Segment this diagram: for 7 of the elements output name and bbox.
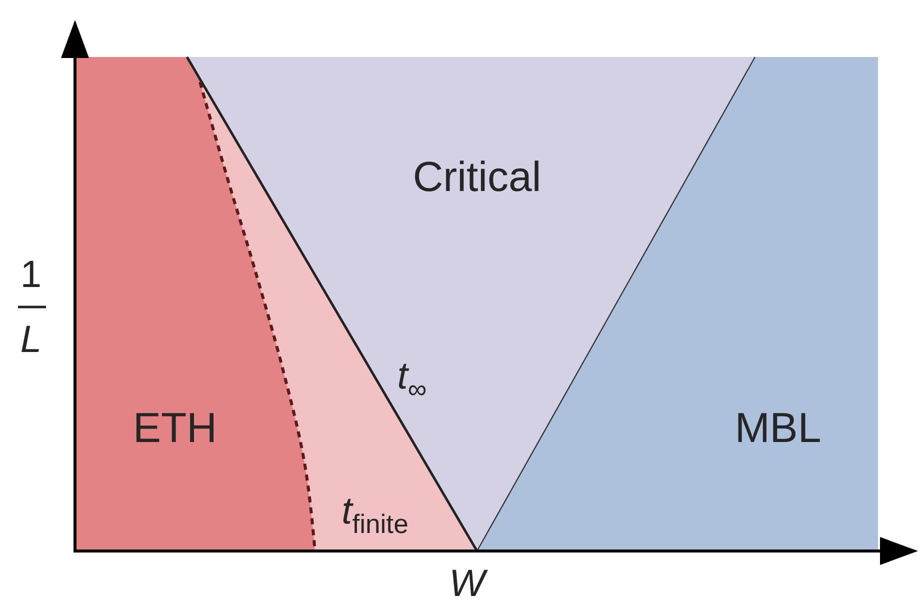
- line-label: t$_{finite}$: [342, 492, 408, 538]
- region-label: ETH: [133, 407, 217, 449]
- region-label: MBL: [734, 407, 822, 449]
- line-label: t$_{∞}$: [397, 358, 427, 402]
- region-label: Critical: [412, 156, 542, 198]
- axis-label: L: [20, 321, 42, 359]
- axis-label: 1: [20, 256, 42, 294]
